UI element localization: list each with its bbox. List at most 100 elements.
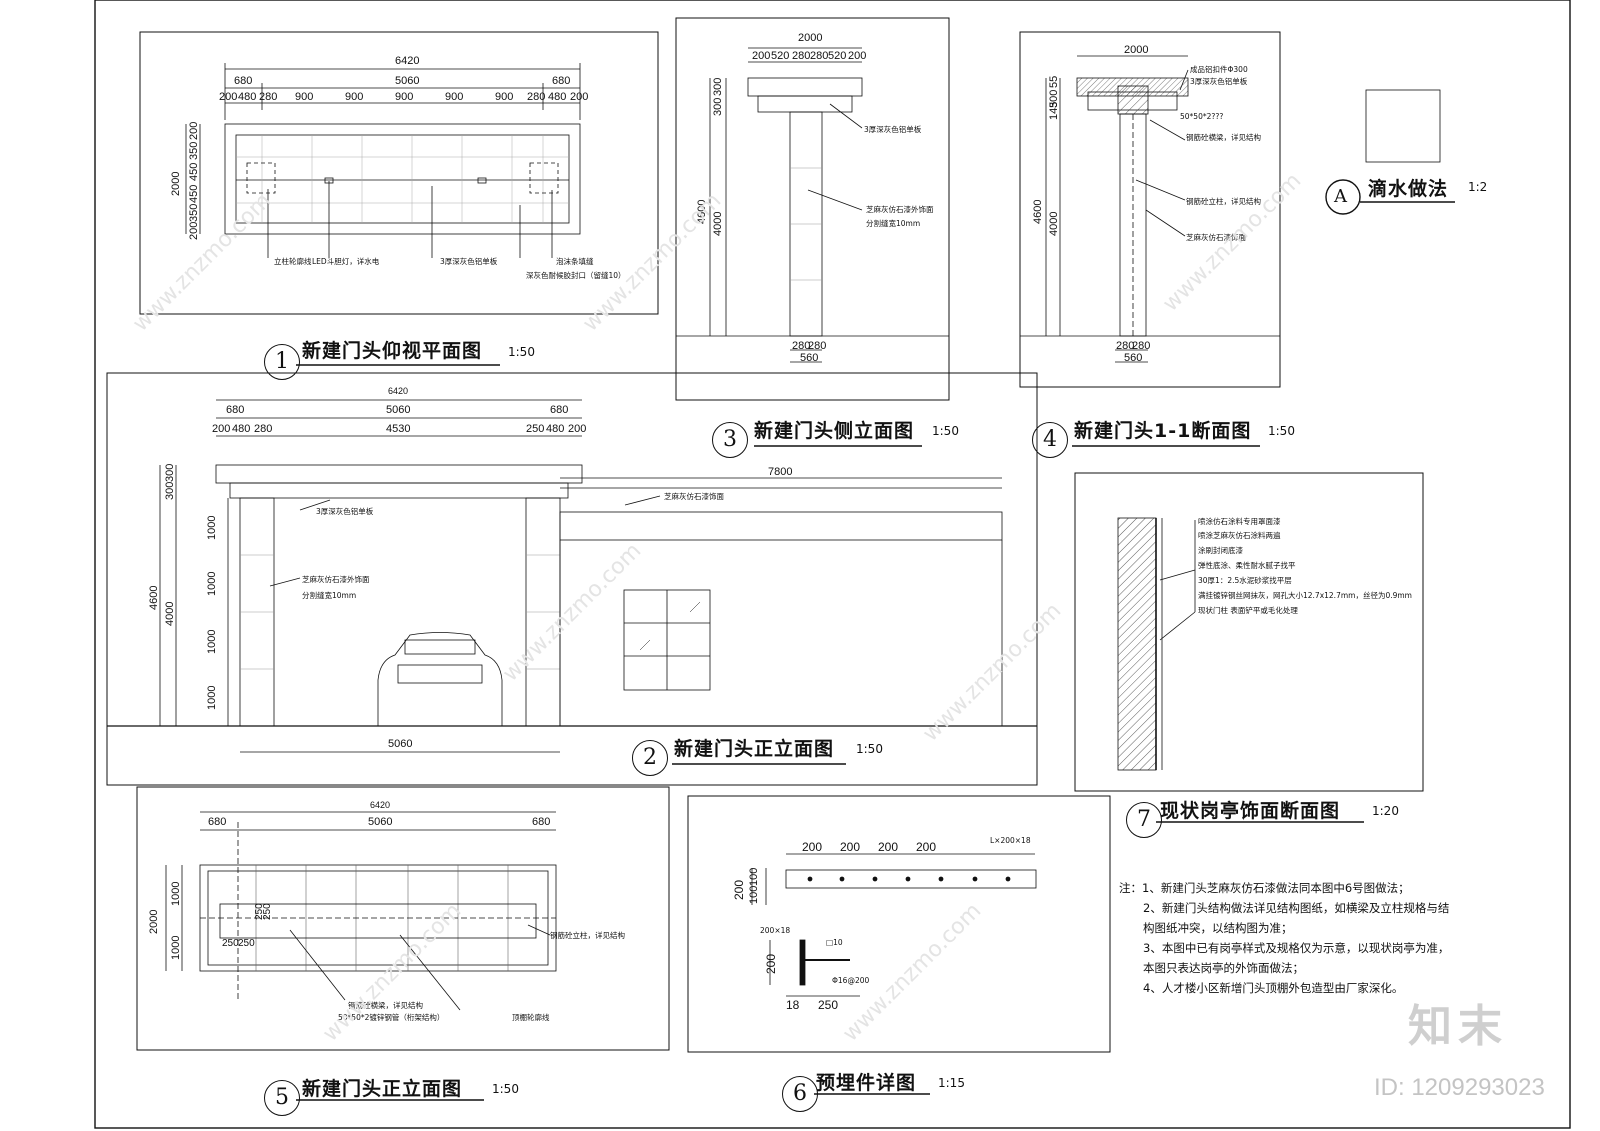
dim-front-seg: 4530 bbox=[386, 423, 411, 435]
dim-plan-seg: 900 bbox=[295, 91, 314, 103]
scale-7: 1:20 bbox=[1372, 804, 1399, 818]
dim-embed-spacing: 200 bbox=[878, 840, 899, 854]
scale-2: 1:50 bbox=[856, 742, 883, 756]
title-side-3: 新建门头侧立面图 bbox=[754, 420, 915, 442]
label-p5-column: 钢筋砼立柱，详见结构 bbox=[550, 931, 625, 940]
dim-p5-depth-seg: 1000 bbox=[170, 881, 182, 906]
dim-plan-depth-seg: 200 bbox=[188, 221, 200, 240]
dim-p5-mid: 5060 bbox=[368, 816, 393, 828]
dim-p5-inner: 250 bbox=[238, 938, 255, 949]
dim-sect-cap: 145 bbox=[1048, 101, 1060, 120]
dim-embed-half: 100 bbox=[748, 885, 760, 904]
dim-sect-bottom: 280 bbox=[1116, 340, 1135, 352]
dim-front-mid: 5060 bbox=[386, 404, 411, 416]
dim-front-panel: 1000 bbox=[206, 515, 218, 540]
dim-plan-seg: 900 bbox=[445, 91, 464, 103]
dim-side-seg: 520 bbox=[828, 50, 847, 62]
title-underlines bbox=[296, 364, 1364, 1101]
label-side-finish: 芝麻灰仿石漆外饰面 bbox=[866, 205, 934, 214]
scale-1: 1:50 bbox=[508, 345, 535, 359]
dim-front-panel: 1000 bbox=[206, 629, 218, 654]
dim-front-seg: 200 bbox=[568, 423, 587, 435]
dim-front-cap: 300 bbox=[164, 481, 176, 500]
dim-front-seg: 480 bbox=[546, 423, 565, 435]
dim-plan-left: 680 bbox=[234, 75, 253, 87]
dim-embed-bottom: 18 bbox=[786, 998, 800, 1012]
dim-plan-seg: 480 bbox=[548, 91, 567, 103]
dim-front-seg: 250 bbox=[526, 423, 545, 435]
dim-p5-overall: 6420 bbox=[370, 800, 391, 810]
label-embed-bar: Φ16@200 bbox=[832, 976, 870, 985]
label-sect-beam: 钢筋砼横梁，详见结构 bbox=[1186, 133, 1261, 142]
label-foam-fill: 泡沫条填缝 bbox=[556, 257, 594, 266]
dim-side-seg: 520 bbox=[771, 50, 790, 62]
label-front-finish: 芝麻灰仿石漆外饰面 bbox=[302, 575, 370, 584]
label-sect-column: 钢筋砼立柱，详见结构 bbox=[1186, 197, 1261, 206]
note-line: 注：1、新建门头芝麻灰仿石漆做法同本图中6号图做法； bbox=[1119, 881, 1410, 895]
title-kiosk-7: 现状岗亭饰面断面图 bbox=[1160, 800, 1341, 822]
label-p5-ceiling: 顶棚轮廓线 bbox=[512, 1013, 550, 1022]
label-p5-tube: 50*50*2镀锌钢管（桁架结构） bbox=[338, 1013, 445, 1022]
title-marker-7: 7 bbox=[1126, 802, 1162, 838]
label-sect-aluminum: 3厚深灰色铝单板 bbox=[1190, 77, 1248, 86]
note-line: 4、人才楼小区新增门头顶棚外包造型由厂家深化。 bbox=[1143, 981, 1404, 995]
dim-plan-depth-seg: 450 bbox=[188, 162, 200, 181]
kiosk-layer: 30厚1：2.5水泥砂浆找平层 bbox=[1198, 576, 1292, 585]
dim-p5-right: 680 bbox=[532, 816, 551, 828]
label-sect-clip: 成品铝扣件Φ300 bbox=[1190, 65, 1248, 74]
note-line: 3、本图中已有岗亭样式及规格仅为示意，以现状岗亭为准，本图只表达岗亭的外饰面做法… bbox=[1143, 941, 1450, 975]
title-front-5: 新建门头正立面图 bbox=[302, 1078, 463, 1100]
dim-side-width: 2000 bbox=[798, 32, 823, 44]
dim-plan-seg: 280 bbox=[527, 91, 546, 103]
brand-logo: 知末 bbox=[1408, 1001, 1508, 1052]
dim-embed-bottom: 250 bbox=[818, 998, 839, 1012]
dim-p5-depth: 2000 bbox=[148, 909, 160, 934]
dim-plan-depth-seg: 350 bbox=[188, 203, 200, 222]
panel-embed-6 bbox=[687, 795, 1111, 1053]
kiosk-layer: 涂刷封闭底漆 bbox=[1198, 546, 1243, 555]
dim-side-seg: 280 bbox=[792, 50, 811, 62]
dim-sect-cap: 55 bbox=[1048, 75, 1060, 88]
dim-plan-seg: 480 bbox=[238, 91, 257, 103]
dim-plan-depth-seg: 350 bbox=[188, 141, 200, 160]
dim-front-bottom: 5060 bbox=[388, 738, 413, 750]
dim-side-bottom: 280 bbox=[792, 340, 811, 352]
dim-front-column: 4000 bbox=[164, 601, 176, 626]
label-p5-beam: 钢筋砼横梁，详见结构 bbox=[348, 1001, 423, 1010]
panel-front-5 bbox=[136, 786, 670, 1051]
kiosk-layer: 喷涂仿石涂料专用罩面漆 bbox=[1198, 517, 1281, 526]
dim-plan-seg: 900 bbox=[495, 91, 514, 103]
scale-A: 1:2 bbox=[1468, 180, 1488, 194]
scale-5: 1:50 bbox=[492, 1082, 519, 1096]
title-marker-4: 4 bbox=[1032, 422, 1068, 458]
dim-embed-v: 200 bbox=[764, 953, 778, 974]
dim-p5-inner: 250 bbox=[222, 938, 239, 949]
dim-sect-bottom: 280 bbox=[1132, 340, 1151, 352]
label-embed-plate2: 200×18 bbox=[760, 926, 791, 935]
dim-wall-length: 7800 bbox=[768, 466, 793, 478]
kiosk-layer: 弹性底涂、柔性耐水腻子找平 bbox=[1198, 561, 1296, 570]
title-section-4: 新建门头1-1断面图 bbox=[1074, 420, 1252, 442]
dim-front-overall: 6420 bbox=[388, 386, 409, 396]
dim-front-panel: 1000 bbox=[206, 571, 218, 596]
scale-6: 1:15 bbox=[938, 1076, 965, 1090]
title-marker-1: 1 bbox=[264, 344, 300, 380]
dim-plan-depth: 2000 bbox=[170, 171, 182, 196]
dim-front-seg: 480 bbox=[232, 423, 251, 435]
dim-plan-right: 680 bbox=[552, 75, 571, 87]
title-plan-1: 新建门头仰视平面图 bbox=[302, 340, 483, 362]
dim-p5-inner: 250 bbox=[262, 903, 273, 920]
dim-plan-mid: 5060 bbox=[395, 75, 420, 87]
dim-front-right: 680 bbox=[550, 404, 569, 416]
note-line: 2、新建门头结构做法详见结构图纸，如横梁及立柱规格与结构图纸冲突，以结构图为准； bbox=[1143, 901, 1450, 935]
dim-embed-spacing: 200 bbox=[916, 840, 937, 854]
panel-plan-1 bbox=[139, 31, 659, 315]
label-sealant: 深灰色耐候胶封口（留缝10） bbox=[526, 271, 626, 280]
dim-plan-overall: 6420 bbox=[395, 55, 420, 67]
label-embed-plate: L×200×18 bbox=[990, 836, 1031, 845]
image-id: ID: 1209293023 bbox=[1374, 1074, 1545, 1101]
dim-sect-height: 4600 bbox=[1032, 199, 1044, 224]
dim-sect-bottom-total: 560 bbox=[1124, 352, 1143, 364]
title-marker-3: 3 bbox=[712, 422, 748, 458]
title-marker-6: 6 bbox=[782, 1076, 818, 1112]
